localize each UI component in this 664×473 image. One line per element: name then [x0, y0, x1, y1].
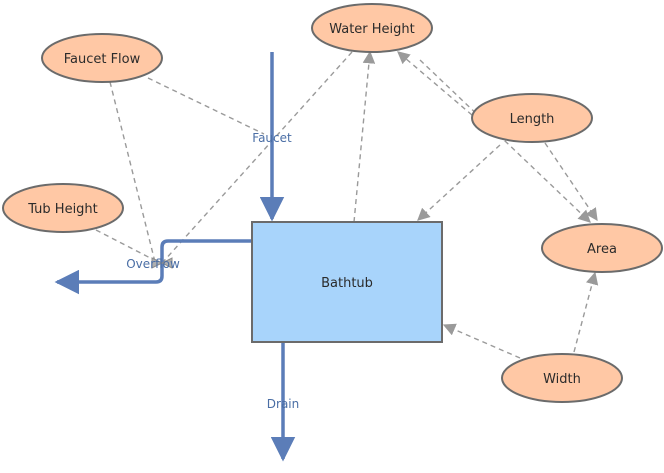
link-length-to-water-height [397, 51, 473, 116]
overflow-flow-pipe [54, 239, 252, 295]
area-label: Area [587, 242, 617, 257]
link-width-to-area [573, 271, 599, 353]
link-width-to-bathtub [442, 323, 521, 359]
node-area[interactable]: Area [541, 223, 663, 273]
bathtub-box [251, 221, 443, 343]
link-faucet-flow-to-overflow [109, 81, 156, 263]
area-ellipse [541, 223, 663, 273]
link-length-to-area [544, 142, 598, 222]
link-faucet-flow-to-faucet [147, 77, 265, 135]
node-water-height[interactable]: Water Height [311, 3, 433, 53]
width-label: Width [543, 372, 581, 387]
link-water-height-to-area [419, 59, 591, 223]
length-ellipse [471, 93, 593, 143]
node-tub-height[interactable]: Tub Height [2, 183, 124, 233]
link-length-to-bathtub [417, 144, 501, 221]
tub-height-ellipse [2, 183, 124, 233]
overflow-flow-label-text: Overflow [126, 257, 180, 271]
influence-links [95, 50, 599, 359]
link-tub-height-to-overflow [95, 229, 159, 263]
water-height-ellipse [311, 3, 433, 53]
node-length[interactable]: Length [471, 93, 593, 143]
width-ellipse [501, 353, 623, 403]
faucet-flow-label-text: Faucet [252, 131, 292, 145]
node-faucet-flow[interactable]: Faucet Flow [41, 33, 163, 83]
water-height-label: Water Height [329, 22, 415, 37]
overflow-valve[interactable] [151, 257, 173, 269]
bathtub-stock[interactable]: Bathtub [251, 221, 443, 343]
node-width[interactable]: Width [501, 353, 623, 403]
length-label: Length [510, 112, 555, 127]
valve-bowtie-icon [151, 257, 173, 269]
flows [54, 52, 296, 462]
bathtub-label: Bathtub [321, 276, 373, 291]
tub-height-label: Tub Height [27, 202, 98, 217]
link-bathtub-to-water-height [353, 50, 376, 223]
faucet-flow-ellipse [41, 33, 163, 83]
link-water-height-to-overflow [162, 51, 353, 263]
faucet-flow-label: Faucet Flow [64, 52, 141, 67]
drain-flow-label-text: Drain [267, 397, 299, 411]
